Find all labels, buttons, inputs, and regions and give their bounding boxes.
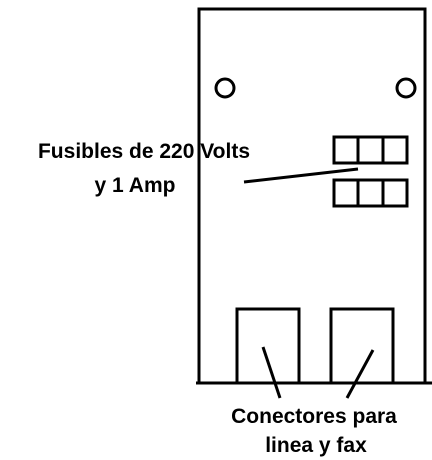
mounting-hole-left <box>214 77 236 99</box>
fuse-label-line2: y 1 Amp <box>95 174 176 197</box>
connector-jack-right <box>329 307 395 385</box>
fuse-label-line1: Fusibles de 220 Volts <box>38 140 250 163</box>
connector-leader-left <box>261 346 282 399</box>
fuse-block-upper <box>332 135 409 165</box>
fuse-leader-line <box>243 167 359 184</box>
fuse-block-lower <box>332 178 409 208</box>
connector-leader-right <box>345 349 375 399</box>
connector-label-line1: Conectores para <box>231 405 397 428</box>
connector-jack-left <box>235 307 301 385</box>
connector-label-line2: linea y fax <box>265 434 367 457</box>
board-outline <box>197 7 427 383</box>
mounting-hole-right <box>395 77 417 99</box>
